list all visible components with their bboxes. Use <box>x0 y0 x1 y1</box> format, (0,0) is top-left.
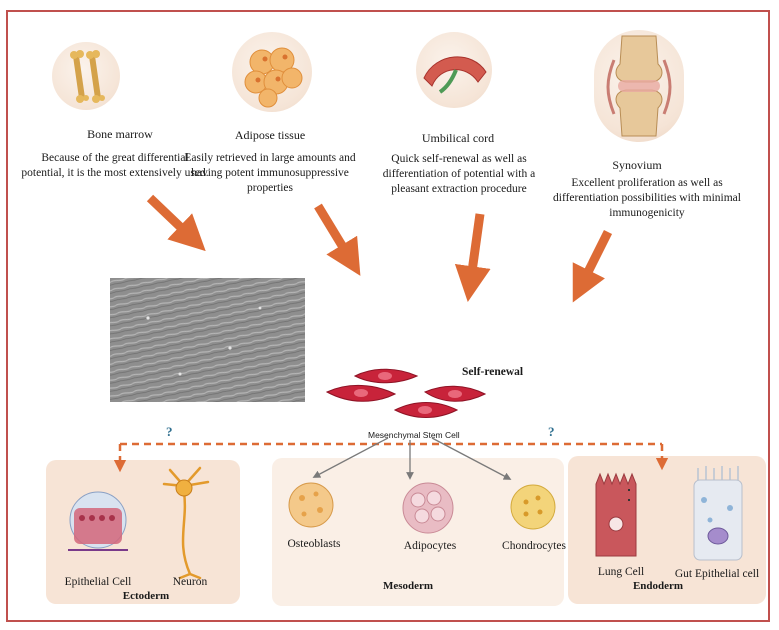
label-gut-epithelial-cell: Gut Epithelial cell <box>664 568 770 580</box>
adipocyte-icon <box>400 480 456 536</box>
label-adipocytes: Adipocytes <box>390 540 470 552</box>
lung-cell-icon <box>592 470 642 562</box>
label-lung-cell: Lung Cell <box>586 566 656 578</box>
osteoblast-icon <box>286 480 336 530</box>
label-epithelial-cell: Epithelial Cell <box>48 576 148 588</box>
label-mesoderm: Mesoderm <box>368 580 448 592</box>
label-ectoderm: Ectoderm <box>96 590 196 602</box>
label-neuron: Neuron <box>160 576 220 588</box>
neuron-icon <box>150 462 220 580</box>
gut-epithelial-cell-icon <box>690 464 746 564</box>
label-osteoblasts: Osteoblasts <box>274 538 354 550</box>
label-chondrocytes: Chondrocytes <box>494 540 574 552</box>
label-endoderm: Endoderm <box>618 580 698 592</box>
chondrocyte-icon <box>508 482 558 532</box>
epithelial-cell-icon <box>66 488 130 562</box>
